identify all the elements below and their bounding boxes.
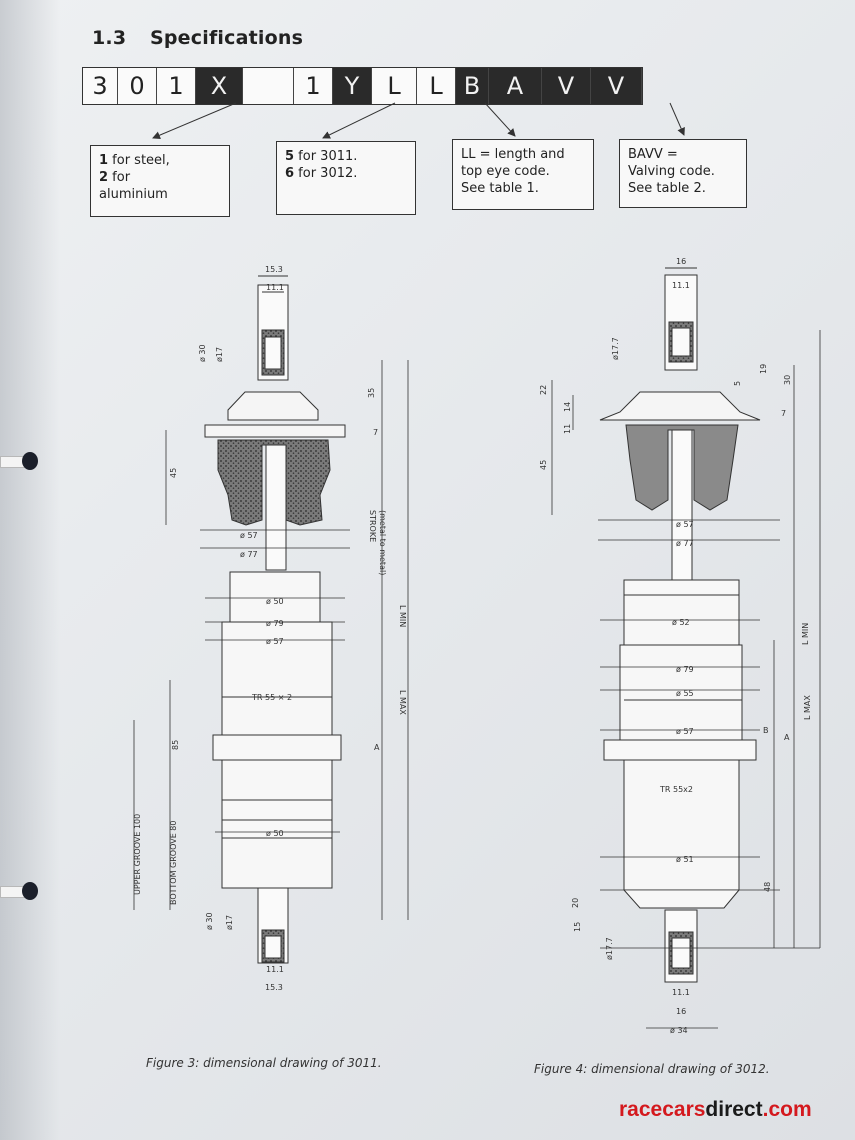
- code-cell: Y: [333, 68, 372, 104]
- svg-text:14: 14: [563, 402, 572, 412]
- svg-text:15: 15: [573, 922, 582, 932]
- svg-text:ø 77: ø 77: [676, 539, 694, 548]
- svg-text:ø 57: ø 57: [240, 531, 258, 540]
- svg-text:STROKE: STROKE: [368, 510, 377, 542]
- svg-text:5: 5: [733, 381, 742, 386]
- svg-text:15.3: 15.3: [265, 265, 283, 274]
- svg-text:11.1: 11.1: [672, 988, 690, 997]
- svg-text:ø 34: ø 34: [670, 1026, 688, 1035]
- code-cell: 1: [294, 68, 333, 104]
- svg-text:L MIN: L MIN: [398, 605, 407, 627]
- svg-text:45: 45: [539, 460, 548, 470]
- svg-text:30: 30: [783, 375, 792, 385]
- svg-text:48: 48: [763, 882, 772, 892]
- svg-text:11: 11: [563, 424, 572, 434]
- svg-text:85: 85: [171, 740, 180, 750]
- svg-text:ø 57: ø 57: [676, 520, 694, 529]
- svg-text:16: 16: [676, 1007, 686, 1016]
- svg-text:ø 55: ø 55: [676, 689, 694, 698]
- svg-text:11.1: 11.1: [266, 965, 284, 974]
- figure4-caption: Figure 4: dimensional drawing of 3012.: [534, 1062, 770, 1076]
- code-cell: X: [196, 68, 243, 104]
- code-cell: 0: [118, 68, 157, 104]
- code-cell: V: [591, 68, 642, 104]
- code-cell: [243, 68, 294, 104]
- code-cell: 3: [83, 68, 118, 104]
- legend-valving: BAVV = Valving code. See table 2.: [619, 139, 747, 208]
- svg-text:ø 79: ø 79: [266, 619, 284, 628]
- svg-text:ø 77: ø 77: [240, 550, 258, 559]
- svg-text:22: 22: [539, 385, 548, 395]
- code-cell: V: [542, 68, 591, 104]
- section-heading: 1.3 Specifications: [92, 27, 303, 49]
- svg-text:35: 35: [367, 388, 376, 398]
- svg-text:ø 57: ø 57: [676, 727, 694, 736]
- code-cell: A: [489, 68, 542, 104]
- figure4-drawing: [551, 267, 821, 1029]
- binder-pen-bottom: [0, 880, 38, 902]
- section-title: Specifications: [150, 27, 304, 49]
- svg-text:ø 30: ø 30: [198, 344, 207, 362]
- code-cell: L: [372, 68, 417, 104]
- binder-pen-top: [0, 450, 38, 472]
- page-edge-shadow: [0, 0, 60, 1140]
- svg-text:A: A: [784, 733, 790, 742]
- svg-text:L MAX: L MAX: [398, 690, 407, 715]
- site-watermark: racecarsdirect.com: [619, 1098, 812, 1121]
- svg-text:15.3: 15.3: [265, 983, 283, 992]
- svg-text:11.1: 11.1: [266, 283, 284, 292]
- svg-text:ø17: ø17: [215, 347, 224, 362]
- figure4-labels: 16 11.1 ø17.7 22 14 11 5 19 30 7 45 ø 57…: [539, 257, 812, 1035]
- svg-text:16: 16: [676, 257, 686, 266]
- figure3-drawing: [133, 275, 409, 964]
- figure3-caption: Figure 3: dimensional drawing of 3011.: [146, 1056, 382, 1070]
- svg-text:A: A: [374, 743, 380, 752]
- svg-text:7: 7: [373, 428, 378, 437]
- svg-text:ø 57: ø 57: [266, 637, 284, 646]
- svg-text:ø 30: ø 30: [205, 912, 214, 930]
- figure3-labels: 15.3 11.1 ø 30 ø17 35 7 45 STROKE (metal…: [133, 265, 407, 992]
- code-cell: B: [456, 68, 489, 104]
- svg-text:19: 19: [759, 364, 768, 374]
- legend-material: 1 for steel, 2 for aluminium: [90, 145, 230, 217]
- svg-text:ø 52: ø 52: [672, 618, 690, 627]
- section-number: 1.3: [92, 27, 127, 49]
- svg-text:BOTTOM GROOVE 80: BOTTOM GROOVE 80: [169, 821, 178, 905]
- svg-text:(metal to metal): (metal to metal): [378, 510, 387, 575]
- svg-text:L MIN: L MIN: [801, 623, 810, 645]
- svg-text:ø 50: ø 50: [266, 829, 284, 838]
- legend-length: LL = length and top eye code. See table …: [452, 139, 594, 210]
- svg-text:L MAX: L MAX: [803, 695, 812, 720]
- legend-model: 5 for 3011. 6 for 3012.: [276, 141, 416, 215]
- svg-text:20: 20: [571, 898, 580, 908]
- svg-text:UPPER GROOVE 100: UPPER GROOVE 100: [133, 814, 142, 895]
- svg-text:11.1: 11.1: [672, 281, 690, 290]
- code-cell: 1: [157, 68, 196, 104]
- svg-text:ø 50: ø 50: [266, 597, 284, 606]
- svg-text:ø17.7: ø17.7: [611, 337, 620, 360]
- svg-text:ø17: ø17: [225, 915, 234, 930]
- legend-arrows: [152, 102, 685, 139]
- svg-text:B: B: [763, 726, 769, 735]
- svg-text:ø 51: ø 51: [676, 855, 694, 864]
- svg-text:ø 79: ø 79: [676, 665, 694, 674]
- code-cell: L: [417, 68, 456, 104]
- svg-text:45: 45: [169, 468, 178, 478]
- svg-text:TR 55 × 2: TR 55 × 2: [251, 693, 292, 702]
- svg-text:TR 55x2: TR 55x2: [659, 785, 693, 794]
- svg-text:ø17.7: ø17.7: [605, 937, 614, 960]
- svg-text:7: 7: [781, 409, 786, 418]
